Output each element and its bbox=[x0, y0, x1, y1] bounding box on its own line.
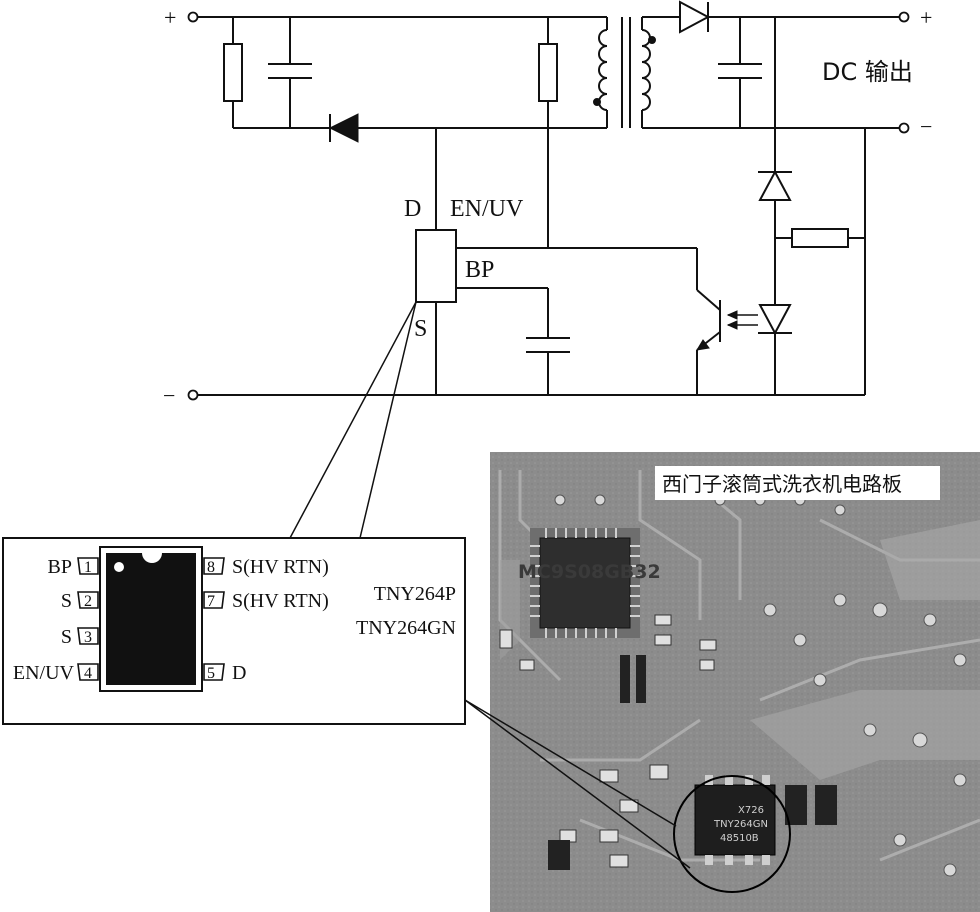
pin-num-7: 7 bbox=[207, 593, 215, 610]
pin-tab-7 bbox=[203, 591, 225, 609]
output-plus-terminal bbox=[898, 11, 910, 23]
pin-name-3: S bbox=[61, 626, 72, 648]
pin-num-2: 2 bbox=[84, 593, 92, 610]
polarity-dot-primary bbox=[593, 98, 601, 106]
input-minus-label: − bbox=[163, 383, 175, 408]
part-number-1: TNY264P bbox=[374, 583, 456, 605]
input-plus-terminal bbox=[187, 11, 199, 23]
input-minus-terminal bbox=[187, 389, 199, 401]
diode-clamp bbox=[328, 113, 359, 143]
zener-diode bbox=[758, 169, 792, 201]
output-minus-label: − bbox=[920, 114, 932, 139]
tny264-chip-photo: X726 TNY264GN 48510B bbox=[694, 775, 776, 865]
chip-notch bbox=[142, 553, 162, 563]
ic-marking-line-1: X726 bbox=[738, 805, 764, 816]
pinout-inset: 1 2 3 4 5 7 8 BP S S EN/UV D S(HV RTN) S… bbox=[2, 537, 466, 725]
diode-smd-1 bbox=[785, 785, 807, 825]
component-dark-1 bbox=[620, 655, 630, 703]
photo-caption: 西门子滚筒式洗衣机电路板 bbox=[662, 472, 902, 496]
pin-name-5: D bbox=[232, 662, 246, 684]
dc-output-label: DC 输出 bbox=[822, 58, 913, 86]
pin-tab-5 bbox=[203, 663, 225, 681]
pin-name-8: S(HV RTN) bbox=[232, 556, 329, 578]
diode-smd-2 bbox=[815, 785, 837, 825]
ic-block bbox=[415, 229, 457, 303]
pcb-photo: MC9S08GB32 X726 TNY264GN 48510B 西门子滚筒式洗衣… bbox=[490, 452, 980, 912]
pin-num-3: 3 bbox=[84, 629, 92, 646]
callout-line-right bbox=[359, 301, 417, 539]
pin-tab-3 bbox=[77, 627, 99, 645]
pin-tab-8 bbox=[203, 557, 225, 575]
pin-num-1: 1 bbox=[84, 559, 92, 576]
pin-tab-2 bbox=[77, 591, 99, 609]
resistor-r1 bbox=[223, 43, 243, 102]
microcontroller-qfp bbox=[530, 528, 640, 638]
callout-line-photo-1 bbox=[464, 699, 677, 827]
pin1-dot bbox=[114, 562, 124, 572]
resistor-feedback bbox=[791, 228, 849, 248]
pin-name-1: BP bbox=[48, 556, 72, 578]
pin-num-5: 5 bbox=[207, 665, 215, 682]
ic-marking-line-3: 48510B bbox=[720, 833, 759, 844]
pin-name-2: S bbox=[61, 590, 72, 612]
optocoupler-led bbox=[758, 304, 792, 336]
part-number-2: TNY264GN bbox=[356, 617, 456, 639]
mcu-marking: MC9S08GB32 bbox=[518, 561, 661, 583]
callout-line-left bbox=[289, 301, 417, 539]
transformer-primary bbox=[593, 17, 608, 128]
pin-bp-label: BP bbox=[465, 257, 494, 283]
polarity-dot-secondary bbox=[648, 36, 656, 44]
pin-name-7: S(HV RTN) bbox=[232, 590, 329, 612]
pin-enuv-label: EN/UV bbox=[450, 196, 524, 222]
output-minus-terminal bbox=[898, 122, 910, 134]
pin-name-4: EN/UV bbox=[13, 662, 75, 684]
ic-marking-line-2: TNY264GN bbox=[713, 819, 768, 830]
transformer-secondary bbox=[641, 17, 656, 128]
output-plus-label: + bbox=[920, 5, 932, 30]
component-dark-2 bbox=[636, 655, 646, 703]
schematic: + bbox=[163, 0, 932, 539]
chip-highlight-circle bbox=[673, 775, 791, 893]
pin-num-8: 8 bbox=[207, 559, 215, 576]
pin-tab-1 bbox=[77, 557, 99, 575]
input-plus-label: + bbox=[164, 5, 176, 30]
pin-s-label: S bbox=[414, 316, 427, 342]
component-dark-3 bbox=[548, 840, 570, 870]
chip-body bbox=[106, 553, 196, 685]
photo-caption-bg bbox=[655, 466, 940, 500]
resistor-r2 bbox=[538, 43, 558, 102]
optocoupler-transistor bbox=[696, 289, 721, 351]
pin-tab-4 bbox=[77, 663, 99, 681]
diode-output bbox=[679, 0, 711, 34]
pin-d-label: D bbox=[404, 196, 421, 222]
light-arrows bbox=[726, 310, 758, 330]
callout-line-photo-2 bbox=[464, 699, 691, 869]
pin-num-4: 4 bbox=[84, 665, 92, 682]
